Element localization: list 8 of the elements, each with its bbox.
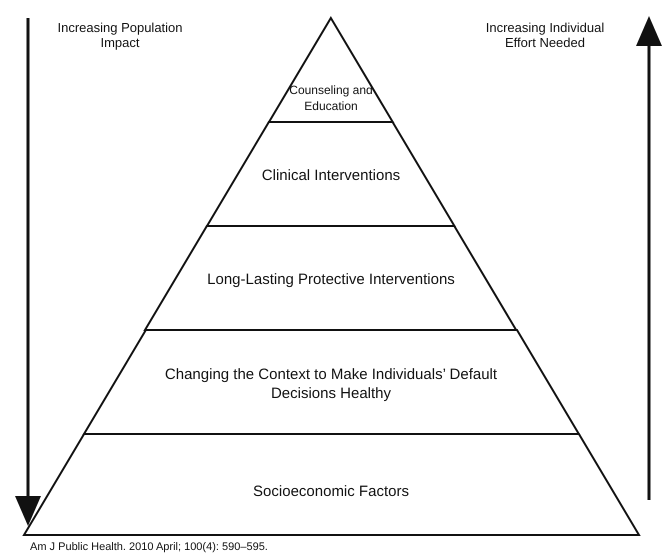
tier-label: Counseling and Education [288, 83, 374, 114]
arrow-label: Increasing Individual Effort Needed [484, 20, 606, 50]
tier-label: Clinical Interventions [262, 166, 400, 186]
tier-label: Changing the Context to Make Individuals’ Default Decisions Healthy [164, 364, 498, 404]
tier-label: Long-Lasting Protective Interventions [207, 270, 455, 290]
arrow-label: Increasing Population Impact [56, 20, 184, 50]
citation-caption: Am J Public Health. 2010 April; 100(4): 590–595. [30, 540, 268, 555]
tier-label: Socioeconomic Factors [253, 482, 409, 502]
